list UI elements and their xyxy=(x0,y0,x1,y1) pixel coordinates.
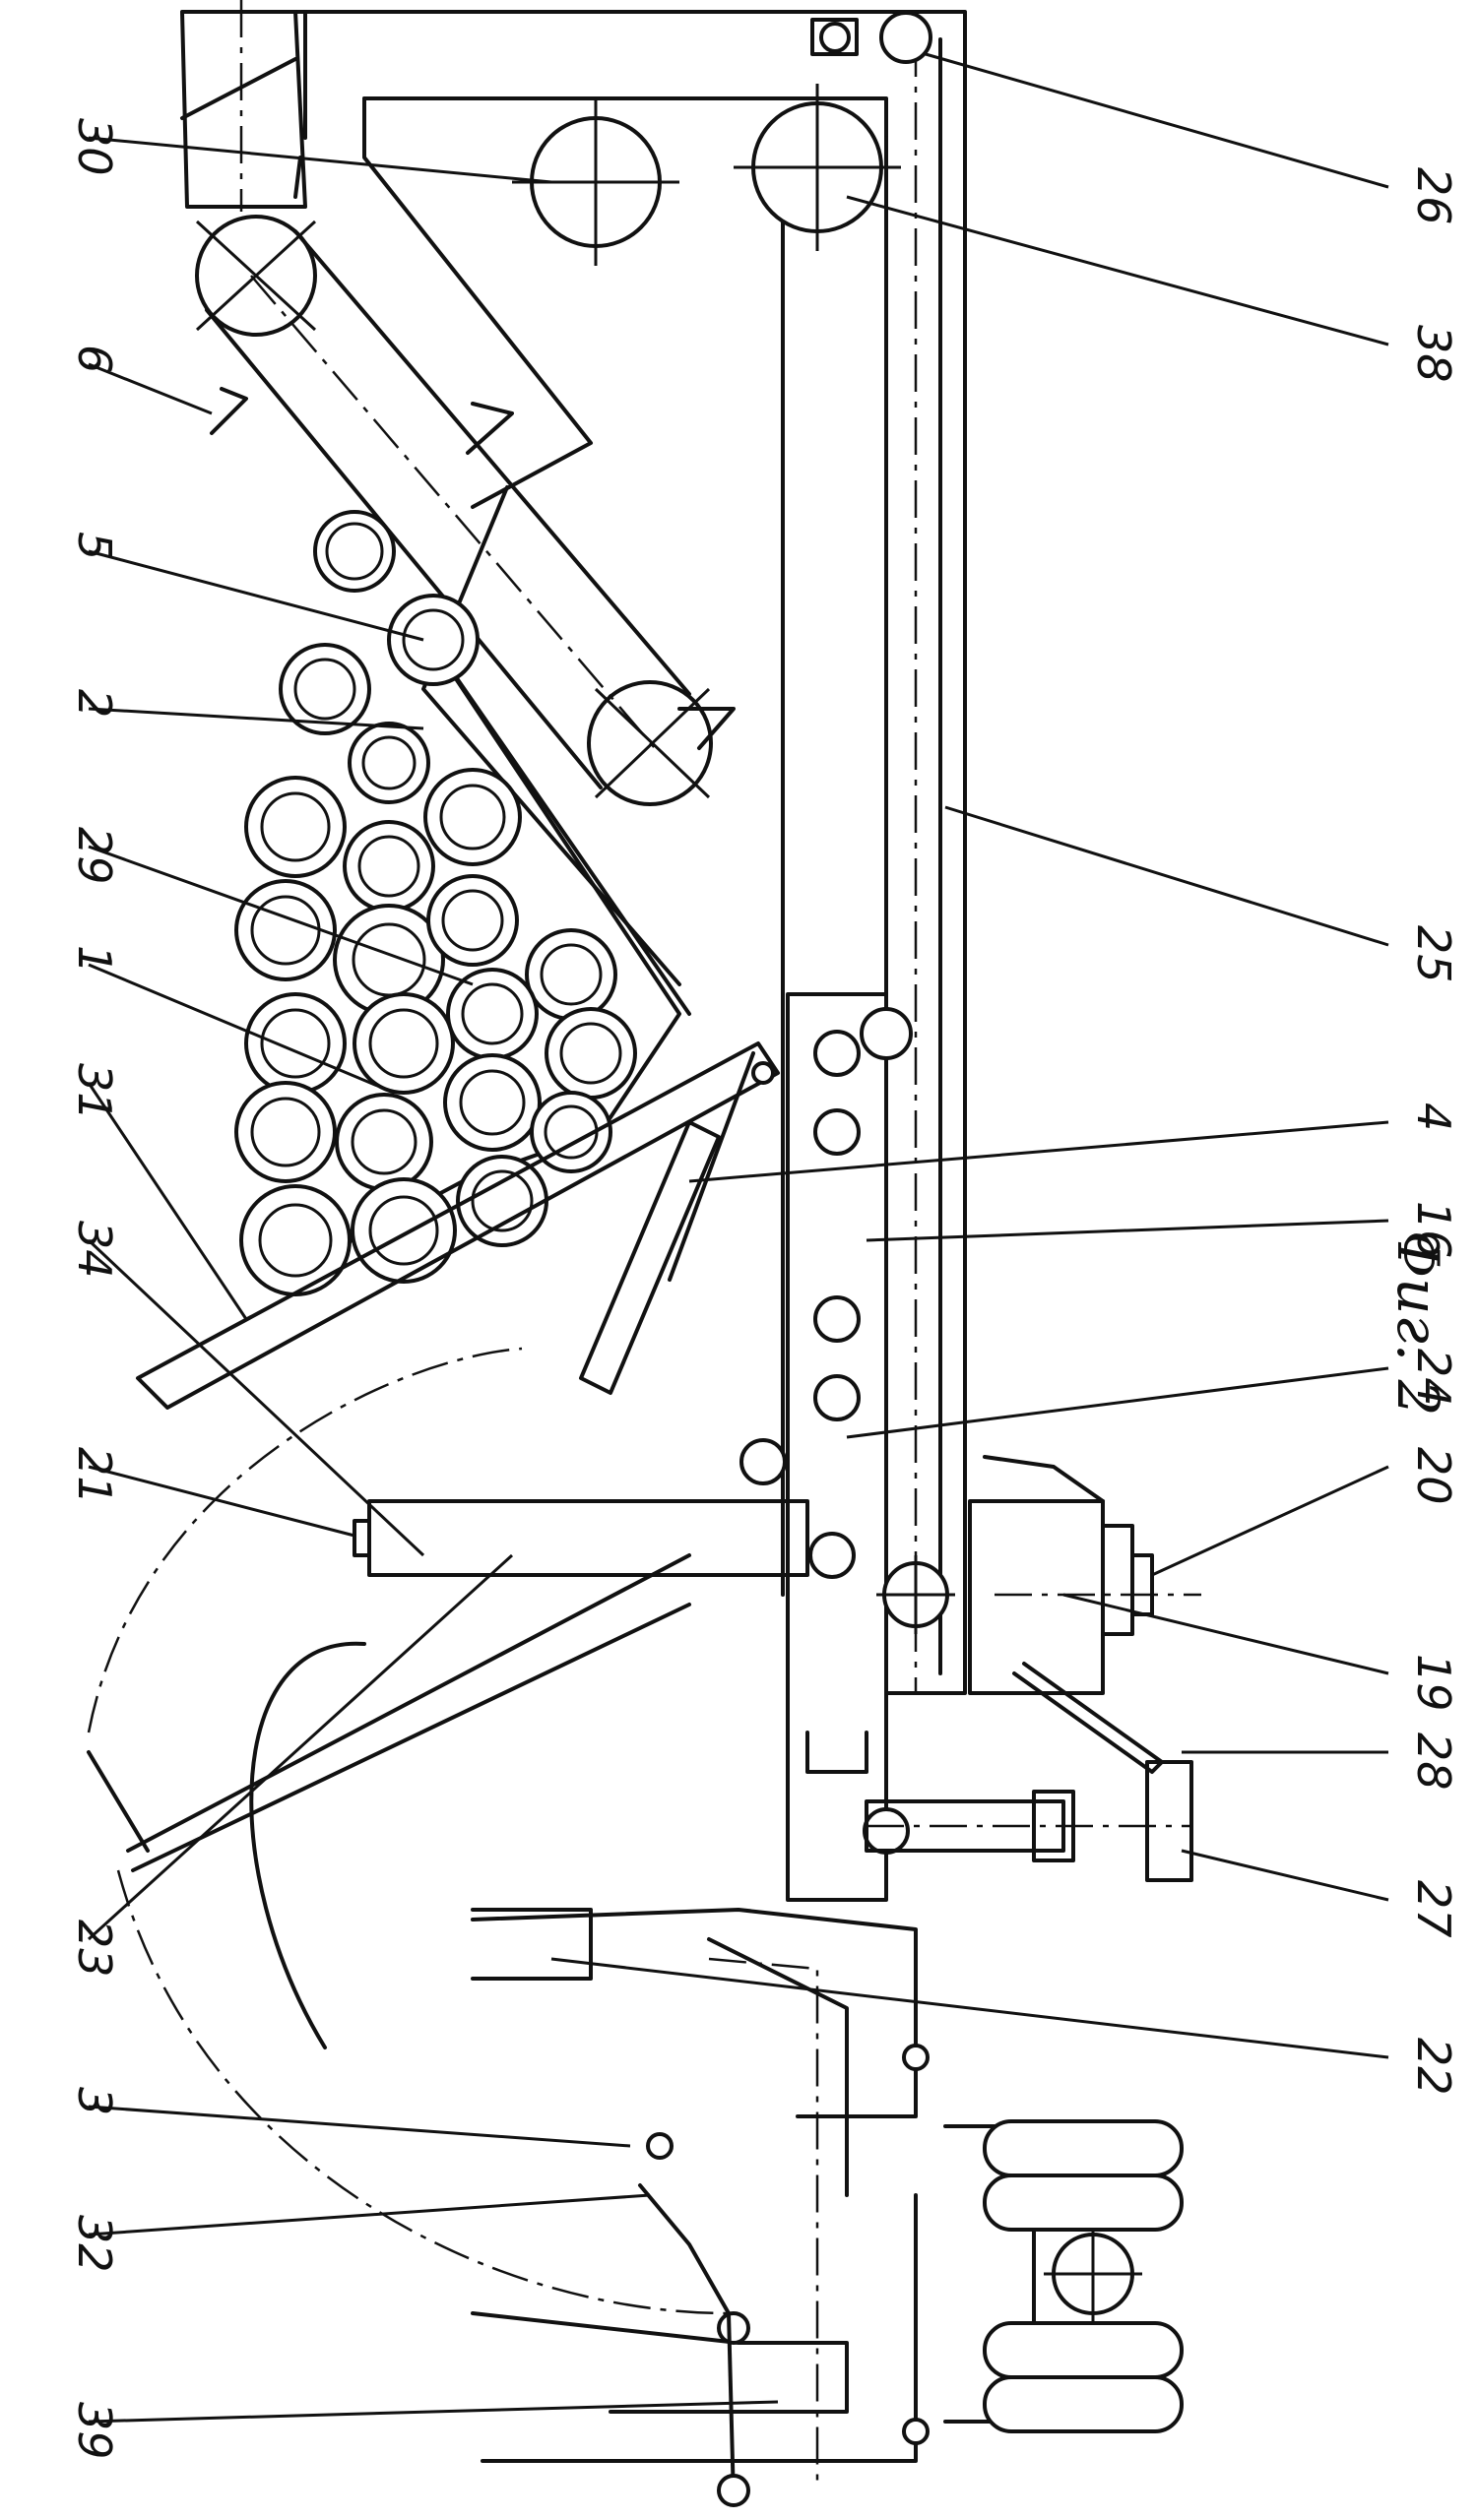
label-5: 5 xyxy=(68,532,121,560)
label-39: 39 xyxy=(68,2402,121,2460)
label-23: 23 xyxy=(68,1920,121,1978)
pedal-lever xyxy=(867,1664,1191,1880)
label-32: 32 xyxy=(68,2215,121,2273)
gearbox-19 xyxy=(970,1457,1201,1693)
feed-chute xyxy=(182,0,305,212)
label-2: 2 xyxy=(68,689,121,718)
label-19: 19 xyxy=(1407,1654,1460,1712)
label-27: 27 xyxy=(1407,1880,1460,1938)
wheels xyxy=(945,2121,1182,2431)
main-frame xyxy=(788,994,955,1900)
logs xyxy=(236,512,635,1294)
log-hopper xyxy=(236,512,689,1294)
bottom-frame xyxy=(473,1910,928,2505)
label-1: 1 xyxy=(68,945,121,974)
label-20: 20 xyxy=(1407,1447,1460,1505)
vertical-post-21 xyxy=(354,1440,854,1577)
label-38: 38 xyxy=(1407,325,1460,383)
rollers-top xyxy=(512,13,931,266)
label-6: 6 xyxy=(68,345,121,373)
label-28: 28 xyxy=(1407,1732,1460,1791)
hydraulic-cylinder-4 xyxy=(581,1053,773,1393)
label-3: 3 xyxy=(68,2087,121,2115)
label-21: 21 xyxy=(68,1447,121,1505)
label-4: 4 xyxy=(1407,1102,1460,1131)
label-34: 34 xyxy=(68,1221,121,1279)
label-30: 30 xyxy=(68,118,121,176)
label-25: 25 xyxy=(1407,925,1460,983)
figure-caption: Фиг. 2 xyxy=(1384,1230,1451,1417)
label-26: 26 xyxy=(1407,167,1460,225)
label-22: 22 xyxy=(1407,2038,1460,2096)
